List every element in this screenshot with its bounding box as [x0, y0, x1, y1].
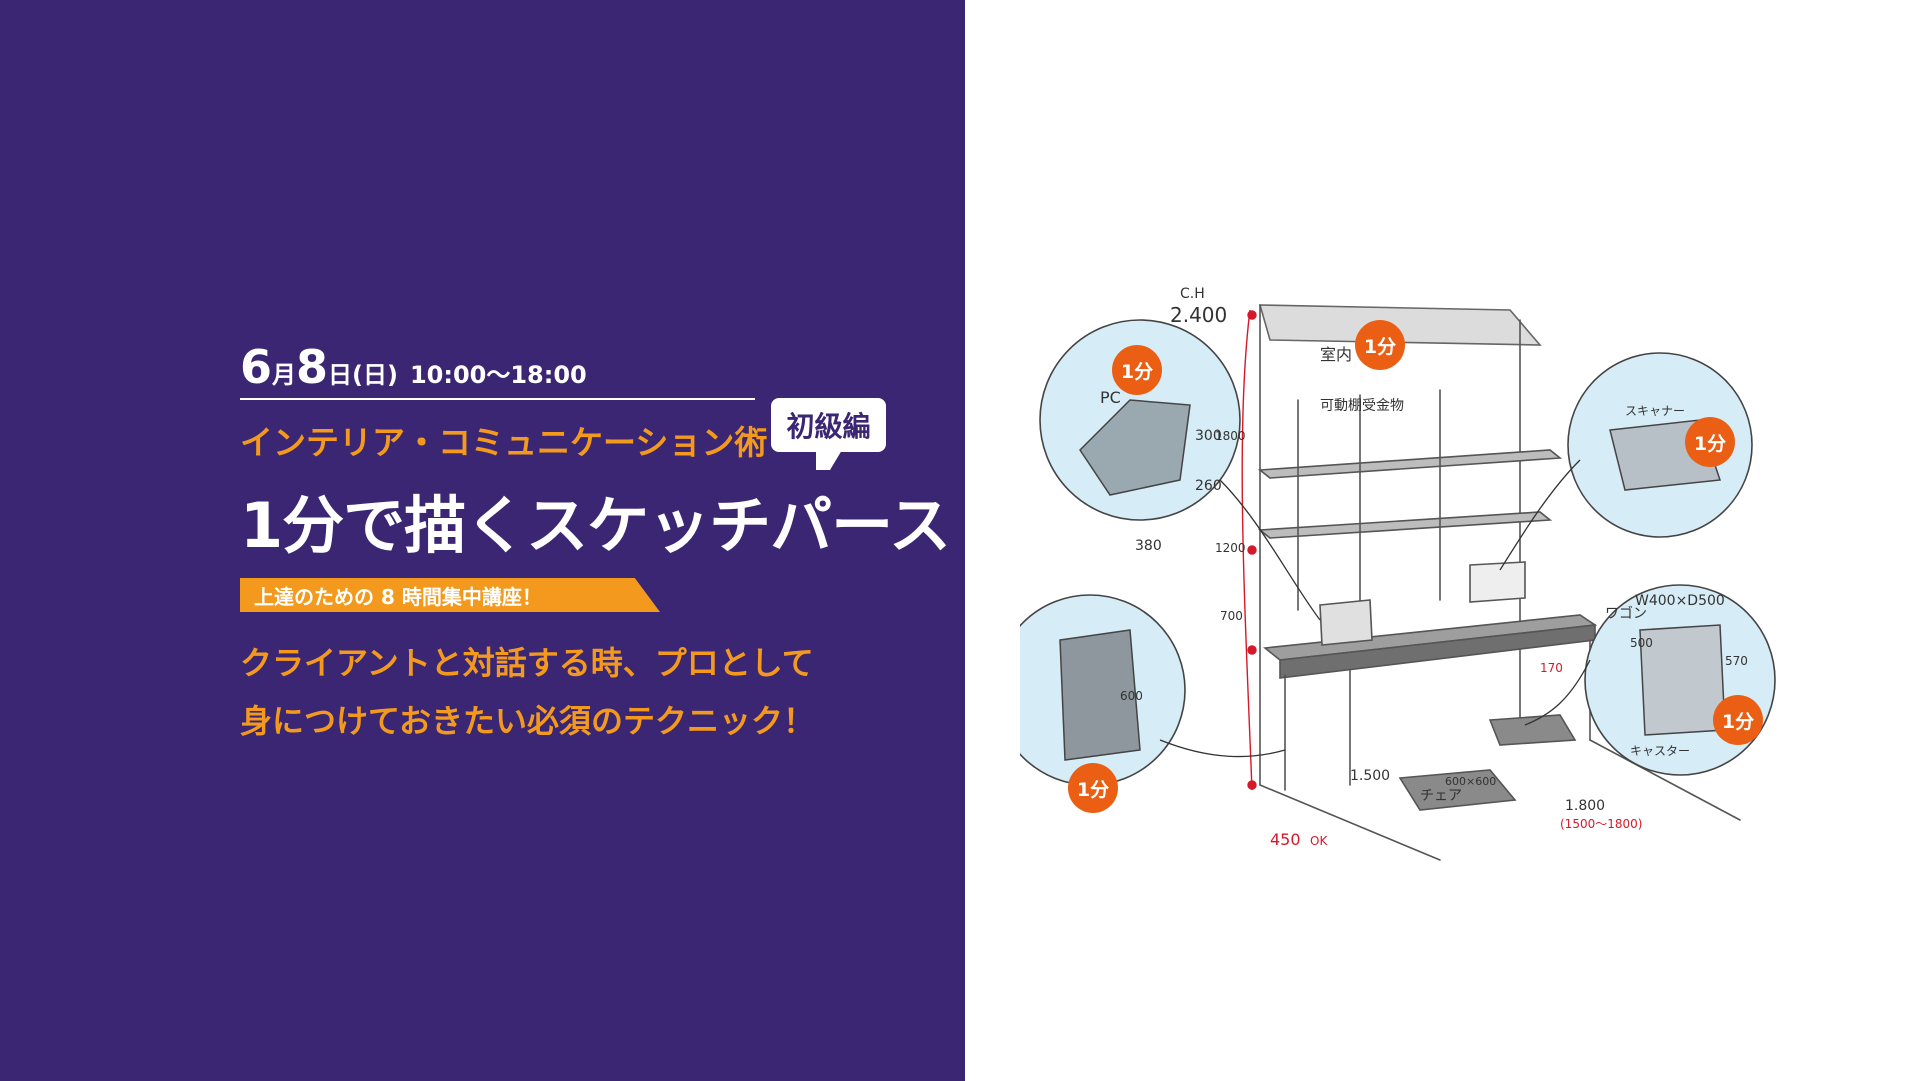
- one-minute-badge-cabinet: 1分: [1068, 763, 1118, 813]
- wagon-shadow: [1488, 714, 1577, 746]
- label-width: 1.500: [1350, 768, 1390, 784]
- description-line-1: クライアントと対話する時、プロとして: [240, 644, 814, 682]
- label-ok: OK: [1310, 834, 1328, 848]
- label-scanner: スキャナー: [1625, 404, 1685, 418]
- label-pc: PC: [1100, 388, 1121, 407]
- right-panel: [965, 0, 1921, 1081]
- event-day: 8: [296, 340, 329, 394]
- event-month-unit: 月: [272, 361, 297, 389]
- left-panel: 6月8日(日)10:00～18:00 インテリア・コミュニケーション術 初級編 …: [0, 0, 965, 1081]
- event-time: 10:00～18:00: [409, 361, 587, 389]
- shelf-lower: [1257, 511, 1553, 539]
- label-h1200: 1200: [1215, 541, 1246, 555]
- sketch-illustration: C.H 2.400 室内 可動棚受金物 PC スキャナー W400×D500 ワ…: [994, 280, 1800, 880]
- main-title: 1分で描くスケッチパース: [240, 489, 951, 562]
- dimension-height-line: [1241, 309, 1253, 791]
- sketch-svg: C.H 2.400 室内 可動棚受金物 PC スキャナー W400×D500 ワ…: [994, 286, 1776, 861]
- one-minute-badge-pc: 1分: [1112, 345, 1162, 395]
- label-v300: 300: [1195, 428, 1222, 444]
- cabinet-sketch: [1059, 629, 1141, 761]
- leader-lines: [1159, 459, 1591, 758]
- label-v570: 570: [1725, 654, 1748, 668]
- series-title: インテリア・コミュニケーション術: [240, 423, 768, 462]
- label-depth: 1.800: [1565, 798, 1605, 814]
- label-h700: 700: [1220, 609, 1243, 623]
- floor-line-2: [1589, 739, 1741, 821]
- level-badge: 初級編: [771, 398, 886, 452]
- dimension-lines: [1241, 309, 1257, 791]
- event-weekday: (日): [352, 361, 398, 389]
- shelf-upper: [1257, 449, 1563, 479]
- label-chair-size: 600×600: [1445, 775, 1496, 788]
- label-wagon-size: W400×D500: [1635, 593, 1725, 609]
- label-v500: 500: [1630, 636, 1653, 650]
- description: クライアントと対話する時、プロとして 身につけておきたい必須のテクニック！: [240, 634, 815, 750]
- label-v260: 260: [1195, 478, 1222, 494]
- label-wagon: ワゴン: [1605, 605, 1647, 622]
- label-v170: 170: [1540, 661, 1563, 675]
- floor-line-1: [1259, 784, 1441, 861]
- divider: [240, 398, 755, 400]
- event-date: 6月8日(日) 10:00～18:00: [240, 340, 587, 400]
- event-day-unit: 日: [328, 361, 353, 389]
- pc-sketch: [1079, 399, 1191, 496]
- description-line-2: 身につけておきたい必須のテクニック！: [240, 702, 816, 740]
- one-minute-badge-room: 1分: [1355, 320, 1405, 370]
- label-height: 2.400: [1170, 303, 1227, 327]
- label-ch: C.H: [1180, 286, 1205, 302]
- desk-laptop: [1319, 599, 1373, 646]
- label-v380: 380: [1135, 538, 1162, 554]
- desk-monitor: [1469, 561, 1526, 603]
- label-depth-range: (1500～1800): [1560, 817, 1642, 831]
- one-minute-badge-wagon: 1分: [1713, 695, 1763, 745]
- label-v600: 600: [1120, 689, 1143, 703]
- label-chair: チェア: [1420, 788, 1462, 804]
- one-minute-badge-scanner: 1分: [1685, 417, 1735, 467]
- label-h1800: 1800: [1215, 429, 1246, 443]
- event-month: 6: [240, 340, 273, 394]
- ceiling-plane: [1258, 304, 1542, 346]
- tag-banner: 上達のための 8 時間集中講座！: [240, 578, 660, 612]
- chair-mat: [1398, 769, 1517, 811]
- level-badge-tail: [816, 450, 842, 470]
- label-d450: 450: [1270, 830, 1301, 849]
- label-caster: キャスター: [1630, 744, 1690, 758]
- label-room: 室内: [1320, 345, 1352, 364]
- label-shelf: 可動棚受金物: [1320, 398, 1404, 414]
